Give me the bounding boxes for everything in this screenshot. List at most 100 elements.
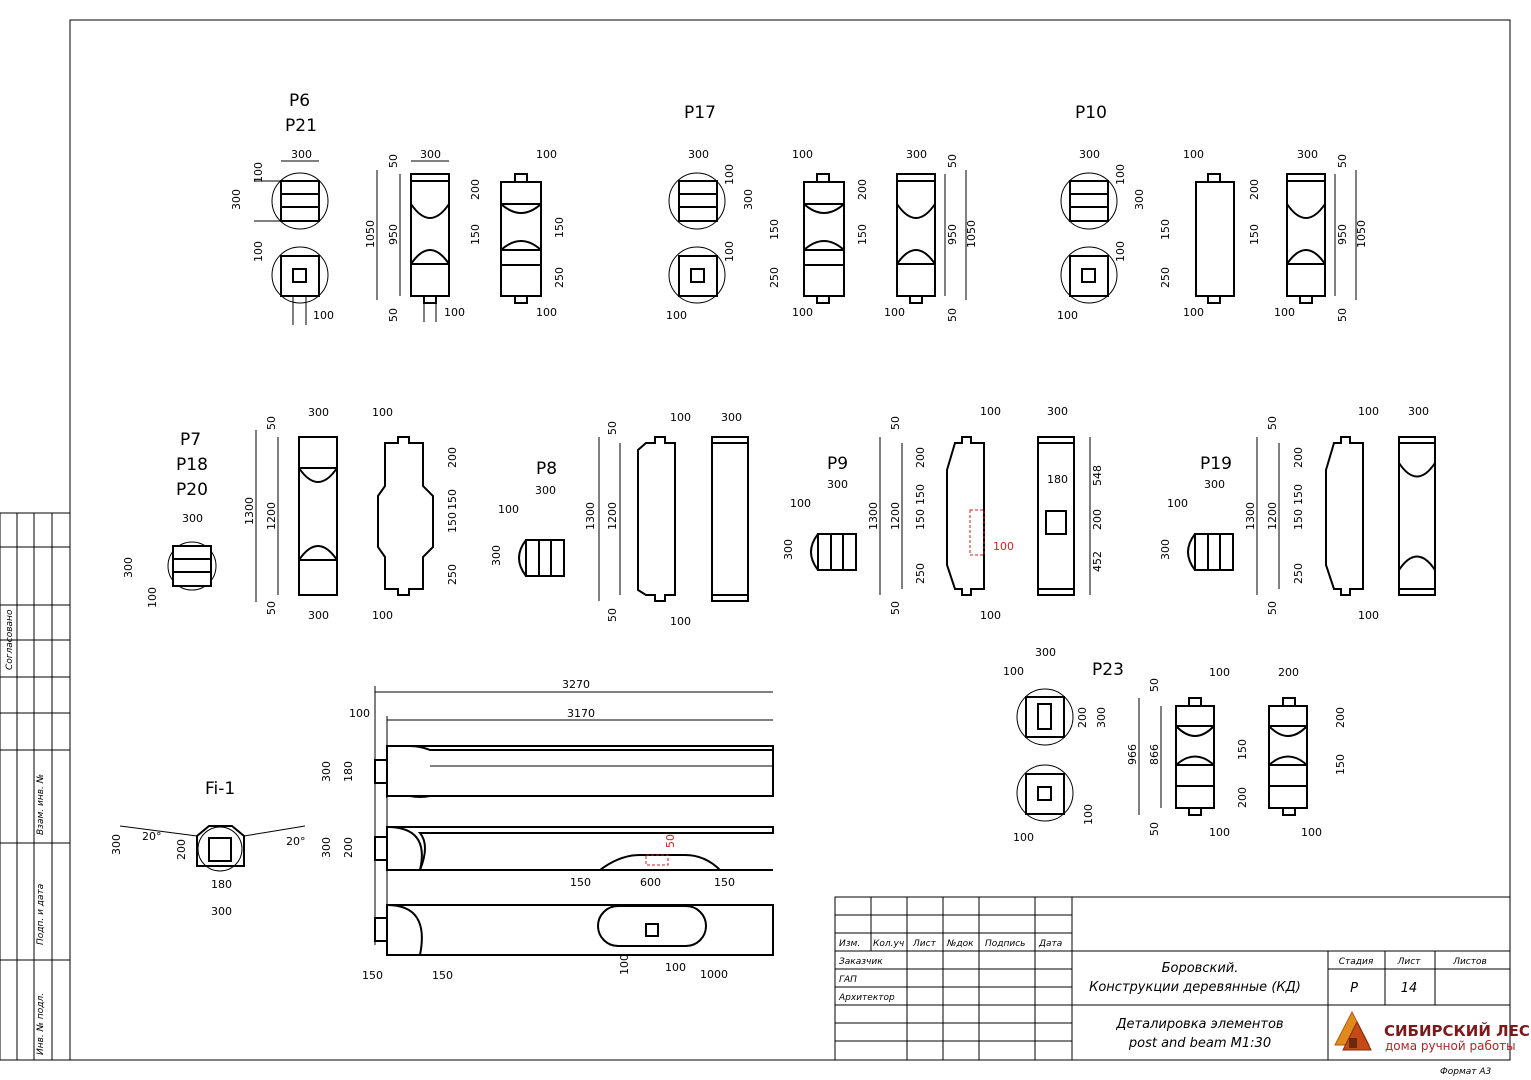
dimension-label: 200: [1248, 179, 1261, 200]
dimension-label: 100: [670, 411, 691, 424]
dimension-label: 100: [980, 609, 1001, 622]
dimension-label: 100: [1057, 309, 1078, 322]
label-p17: P17: [684, 103, 716, 123]
dimension-label: 100: [349, 707, 370, 720]
dimension-label: 200: [1236, 787, 1249, 808]
dimension-label: 100: [790, 497, 811, 510]
dimension-label: 100: [665, 961, 686, 974]
dimension-label: 1200: [1266, 502, 1279, 530]
stamp-inv: Инв. № подл.: [36, 993, 46, 1055]
dimension-label: 100: [792, 148, 813, 161]
post-p9: P9 300 100 300 100 100 100 1300 1200 50 …: [782, 405, 1104, 622]
dimension-label: 600: [640, 876, 661, 889]
dimension-label: 100: [1003, 665, 1024, 678]
dimension-label: 100: [980, 405, 1001, 418]
dimension-label: 250: [1292, 563, 1305, 584]
dimension-label: 150: [1292, 509, 1305, 530]
dimension-label: 200: [446, 447, 459, 468]
dimension-label: 300: [230, 189, 243, 210]
tb-architect: Архитектор: [838, 993, 895, 1003]
dimension-label: 866: [1148, 744, 1161, 765]
dimension-label: 50: [1148, 822, 1161, 836]
dimension-label: 1300: [243, 497, 256, 525]
dimension-label: 50: [946, 308, 959, 322]
dimension-label: 950: [946, 224, 959, 245]
title-block: Изм. Кол.уч Лист №док Подпись Дата Заказ…: [834, 896, 1530, 1077]
tb-project-1: Боровский.: [1162, 961, 1239, 976]
post-p8: P8 300 100 300 100 100 1300 1200 50 50 3…: [490, 411, 749, 628]
dimension-label: 100: [252, 241, 265, 262]
dimension-label: 300: [110, 834, 123, 855]
dimension-label: 1300: [584, 502, 597, 530]
dimension-label: 150: [914, 509, 927, 530]
dimension-label: 300: [1159, 539, 1172, 560]
dimension-label: 100: [670, 615, 691, 628]
dimension-label: 200: [1278, 666, 1299, 679]
label-p8: P8: [536, 459, 557, 479]
dimension-label: 50: [265, 601, 278, 615]
label-p23: P23: [1092, 660, 1124, 680]
dimension-label: 966: [1126, 744, 1139, 765]
dimension-label: 150: [446, 512, 459, 533]
stamp-agreed: Согласовано: [5, 609, 15, 670]
dimension-label: 950: [387, 224, 400, 245]
label-p19: P19: [1200, 454, 1232, 474]
tb-sheets-label: Листов: [1452, 957, 1487, 967]
dimension-label: 548: [1091, 465, 1104, 486]
dimension-label: 150: [446, 489, 459, 510]
post-p10: P10 300 100 300 100 100 100 150 250 200 …: [1057, 103, 1368, 322]
dimension-label: 100: [1114, 164, 1127, 185]
label-p18: P18: [176, 455, 208, 475]
tb-sheet-label: Лист: [1397, 957, 1422, 967]
dimension-label: 100: [993, 540, 1014, 553]
label-p21: P21: [285, 116, 317, 136]
label-p10: P10: [1075, 103, 1107, 123]
dimension-label: 250: [768, 267, 781, 288]
dimension-label: 180: [211, 878, 232, 891]
dimension-label: 300: [1095, 707, 1108, 728]
dimension-label: 3270: [562, 678, 590, 691]
dimension-label: 50: [387, 308, 400, 322]
dimension-label: 100: [444, 306, 465, 319]
dimension-label: 100: [1358, 405, 1379, 418]
dimension-label: 300: [291, 148, 312, 161]
dimension-label: 300: [308, 406, 329, 419]
post-p7-p18-p20: P7 P18 P20 300 300 100 300 300 1300 1200…: [122, 406, 459, 622]
tb-izm: Изм.: [839, 939, 860, 949]
tb-kol: Кол.уч: [873, 939, 904, 949]
dimension-label: 200: [1076, 707, 1089, 728]
dimension-label: 300: [122, 557, 135, 578]
dimension-label: 100: [1183, 148, 1204, 161]
dimension-label: 300: [1047, 405, 1068, 418]
dimension-label: 50: [946, 154, 959, 168]
dimension-label: 100: [884, 306, 905, 319]
dimension-label: 1200: [265, 502, 278, 530]
dimension-label: 100: [372, 609, 393, 622]
dimension-label: 1200: [889, 502, 902, 530]
tb-gap: ГАП: [839, 975, 857, 985]
post-p23: P23 300 100 200 300 100 100 100 100 966 …: [1003, 646, 1347, 844]
dimension-label: 50: [889, 416, 902, 430]
dimension-label: 300: [1408, 405, 1429, 418]
company-logo-icon: [1334, 1010, 1372, 1051]
dimension-label: 150: [1236, 739, 1249, 760]
dimension-label: 300: [688, 148, 709, 161]
dimension-label: 100: [1209, 826, 1230, 839]
format-label: Формат А3: [1440, 1067, 1492, 1077]
dimension-label: 300: [211, 905, 232, 918]
dimension-label: 250: [1159, 267, 1172, 288]
dimension-label: 250: [553, 267, 566, 288]
dimension-label: 200: [1334, 707, 1347, 728]
dimension-label: 300: [320, 837, 333, 858]
logo-line2: дома ручной работы: [1385, 1039, 1516, 1053]
label-fi1: Fi-1: [205, 779, 235, 799]
dimension-label: 300: [782, 539, 795, 560]
dimension-label: 150: [432, 969, 453, 982]
dimension-label: 100: [792, 306, 813, 319]
dimension-label: 300: [535, 484, 556, 497]
dimension-label: 50: [1148, 678, 1161, 692]
dimension-label: 100: [146, 587, 159, 608]
dimension-label: 452: [1091, 551, 1104, 572]
dimension-label: 250: [914, 563, 927, 584]
